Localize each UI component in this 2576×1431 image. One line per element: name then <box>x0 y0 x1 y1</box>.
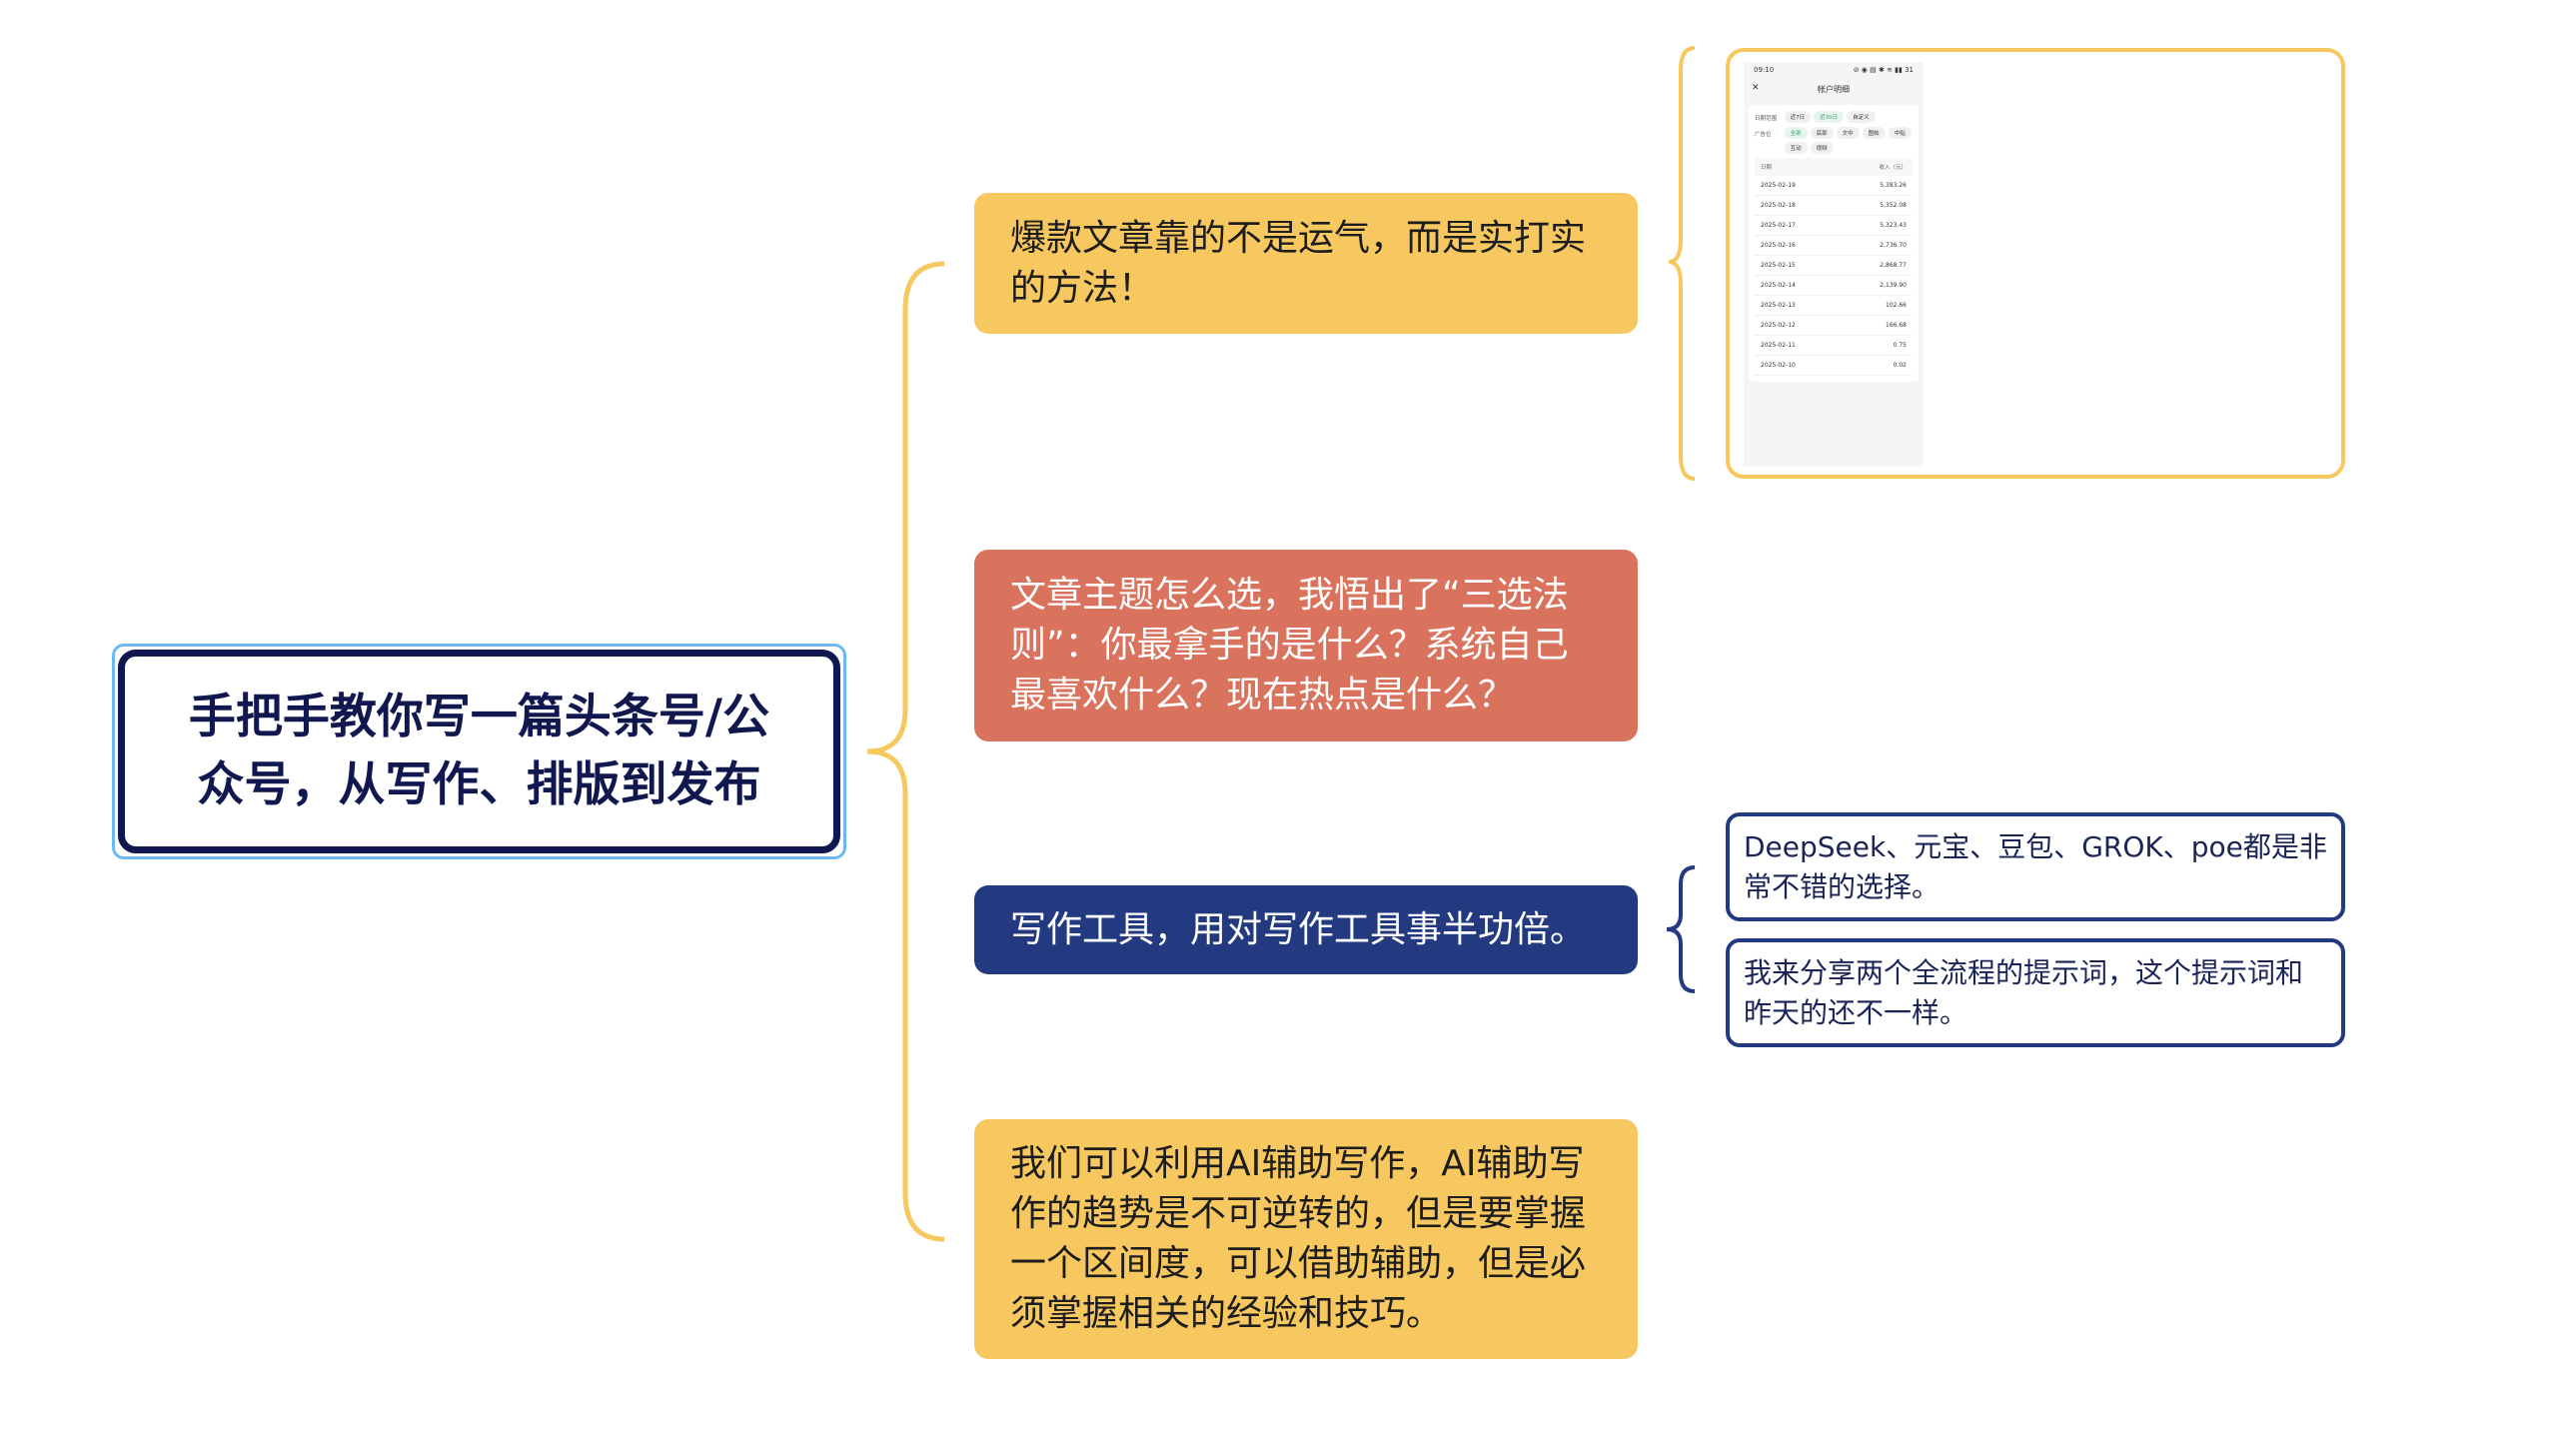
row-income: 5,383.26 <box>1880 182 1907 189</box>
row-date: 2025-02-17 <box>1761 222 1796 229</box>
child-text: DeepSeek、元宝、豆包、GROK、poe都是非常不错的选择。 <box>1744 829 2327 903</box>
chip: 近7日 <box>1784 111 1812 123</box>
chip: 视频 <box>1810 142 1834 154</box>
image-node[interactable]: 09:10 ⊘ ◉ ▤ ✱ ≋ ▮▮ 31 ✕ 帐户明细 日期范围 近7日 近3… <box>1726 48 2345 479</box>
chip: 文中 <box>1836 127 1860 139</box>
branch-node-method[interactable]: 爆款文章靠的不是运气，而是实打实的方法！ <box>974 193 1638 334</box>
table-row: 2025-02-15 2,868.77 <box>1755 256 1913 276</box>
table-row: 2025-02-19 5,383.26 <box>1755 176 1913 196</box>
branch-node-tools[interactable]: 写作工具，用对写作工具事半功倍。 <box>974 885 1638 974</box>
branch-text: 爆款文章靠的不是运气，而是实打实的方法！ <box>1010 217 1587 309</box>
status-bar: 09:10 ⊘ ◉ ▤ ✱ ≋ ▮▮ 31 <box>1744 62 1924 78</box>
chip: 自定义 <box>1847 111 1876 123</box>
table-row: 2025-02-16 2,736.70 <box>1755 236 1913 256</box>
chip: 中贴 <box>1888 127 1912 139</box>
image-brace <box>1668 46 1696 481</box>
table-row: 2025-02-12 166.68 <box>1755 316 1913 336</box>
table-row: 2025-02-11 0.75 <box>1755 336 1913 356</box>
table-row: 2025-02-13 102.66 <box>1755 296 1913 316</box>
root-node-selection <box>112 644 846 859</box>
close-icon: ✕ <box>1752 83 1760 93</box>
branch-text: 写作工具，用对写作工具事半功倍。 <box>1010 908 1587 950</box>
row-date: 2025-02-18 <box>1761 202 1796 209</box>
row-date: 2025-02-11 <box>1761 342 1796 349</box>
row-date: 2025-02-13 <box>1761 302 1796 309</box>
row-income: 0.75 <box>1893 342 1907 349</box>
row-income: 102.66 <box>1886 302 1907 309</box>
row-date: 2025-02-19 <box>1761 182 1796 189</box>
row-date: 2025-02-15 <box>1761 262 1796 269</box>
row-income: 2,736.70 <box>1880 242 1907 249</box>
row-income: 0.02 <box>1893 362 1907 369</box>
row-date: 2025-02-14 <box>1761 282 1796 289</box>
branch-text: 我们可以利用AI辅助写作，AI辅助写作的趋势是不可逆转的，但是要掌握一个区间度，… <box>1010 1143 1587 1334</box>
row-date: 2025-02-16 <box>1761 242 1796 249</box>
chip: 底部 <box>1810 127 1834 139</box>
status-time: 09:10 <box>1754 66 1775 74</box>
row-date: 2025-02-12 <box>1761 322 1796 329</box>
child-node-tools-list[interactable]: DeepSeek、元宝、豆包、GROK、poe都是非常不错的选择。 <box>1726 812 2345 921</box>
table-row: 2025-02-17 5,323.43 <box>1755 216 1913 236</box>
root-node[interactable]: 手把手教你写一篇头条号/公众号，从写作、排版到发布 <box>118 650 840 853</box>
table-row: 2025-02-10 0.02 <box>1755 356 1913 376</box>
child-text: 我来分享两个全流程的提示词，这个提示词和昨天的还不一样。 <box>1744 955 2304 1029</box>
chip: 互动 <box>1784 142 1808 154</box>
row-income: 2,868.77 <box>1880 262 1907 269</box>
root-text: 手把手教你写一篇头条号/公众号，从写作、排版到发布 <box>188 690 770 812</box>
income-screenshot: 09:10 ⊘ ◉ ▤ ✱ ≋ ▮▮ 31 ✕ 帐户明细 日期范围 近7日 近3… <box>1744 62 1924 467</box>
child-node-prompts[interactable]: 我来分享两个全流程的提示词，这个提示词和昨天的还不一样。 <box>1726 938 2345 1047</box>
table-row: 2025-02-18 5,352.08 <box>1755 196 1913 216</box>
chip: 近30日 <box>1814 111 1845 123</box>
row-income: 5,323.43 <box>1880 222 1907 229</box>
branch-node-topic[interactable]: 文章主题怎么选，我悟出了“三选法则”：你最拿手的是什么？系统自己最喜欢什么？现在… <box>974 550 1638 741</box>
main-brace <box>866 261 945 1242</box>
title-text: 帐户明细 <box>1818 85 1850 94</box>
ad-label: 广告位 <box>1755 132 1772 138</box>
row-income: 5,352.08 <box>1880 202 1907 209</box>
table-row: 2025-02-14 2,139.90 <box>1755 276 1913 296</box>
branch-node-ai[interactable]: 我们可以利用AI辅助写作，AI辅助写作的趋势是不可逆转的，但是要掌握一个区间度，… <box>974 1119 1638 1359</box>
row-income: 2,139.90 <box>1880 282 1907 289</box>
row-income: 166.68 <box>1886 322 1907 329</box>
row-date: 2025-02-10 <box>1761 362 1796 369</box>
col-date: 日期 <box>1761 165 1773 171</box>
filter-card: 日期范围 近7日 近30日 自定义 广告位 全部 底部 文中 图帖 中贴 互动 … <box>1749 105 1919 382</box>
chip: 图帖 <box>1862 127 1886 139</box>
branch-text: 文章主题怎么选，我悟出了“三选法则”：你最拿手的是什么？系统自己最喜欢什么？现在… <box>1010 575 1569 716</box>
date-range-label: 日期范围 <box>1755 116 1778 122</box>
tools-brace <box>1666 865 1696 993</box>
table-header: 日期 收入（元） <box>1755 158 1913 176</box>
col-income: 收入（元） <box>1879 165 1907 171</box>
chip: 全部 <box>1784 127 1808 139</box>
status-icons: ⊘ ◉ ▤ ✱ ≋ ▮▮ 31 <box>1853 66 1914 74</box>
screen-title: ✕ 帐户明细 <box>1744 78 1924 105</box>
